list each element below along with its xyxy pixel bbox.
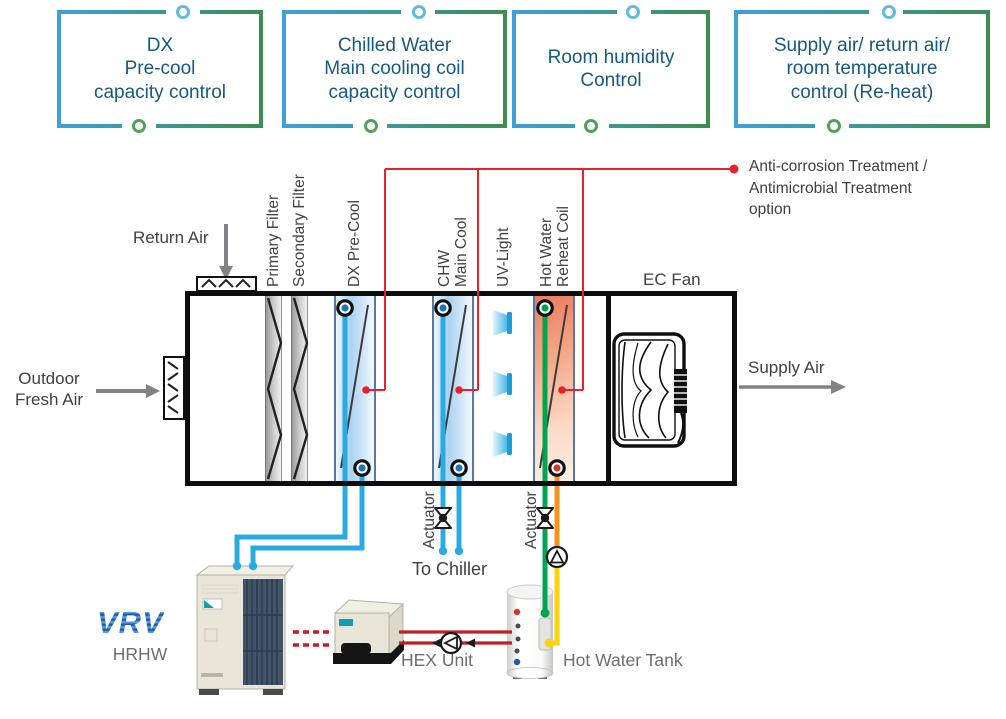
control-box-line: control (Re-heat) <box>790 81 934 103</box>
outdoor-fresh-air-label: Outdoor Fresh Air <box>14 369 84 409</box>
hot-water-tank-drawing <box>503 581 557 681</box>
pipe-endcap <box>438 546 448 556</box>
connector-ring-top-icon <box>175 5 190 19</box>
hex-unit-drawing <box>329 593 409 671</box>
to-chiller-label: To Chiller <box>412 559 488 579</box>
filter-zigzag-icon <box>266 297 283 480</box>
connector-ring-top-icon <box>626 5 641 19</box>
control-box-humidity: Room humidity Control <box>512 5 710 133</box>
flow-arrowhead-icon <box>466 638 475 648</box>
fan-section-divider <box>606 291 611 486</box>
control-box-line: Chilled Water <box>337 34 452 56</box>
connector-ring-bottom-icon <box>584 119 599 133</box>
primary-filter-band <box>265 296 283 481</box>
vrv-model-label: HRHW <box>112 644 168 664</box>
uv-lamp-icon <box>493 309 513 337</box>
actuator-chw-label: Actuator <box>421 491 438 549</box>
control-box-line: room temperature <box>786 58 938 80</box>
connector-ring-bottom-icon <box>364 119 379 133</box>
uv-light-label: UV-Light <box>495 227 512 287</box>
connector-ring-top-icon <box>881 5 896 19</box>
vrv-logo: VRV <box>97 605 164 640</box>
uv-lamp-icon <box>493 430 513 458</box>
connector-ring-top-icon <box>411 5 426 19</box>
anti-corrosion-note: Anti-corrosion Treatment / Antimicrobial… <box>749 158 928 218</box>
ec-fan-label: EC Fan <box>643 270 701 289</box>
supply-air-label: Supply Air <box>748 358 825 377</box>
connector-ring-bottom-icon <box>827 119 842 133</box>
control-box-reheat: Supply air/ return air/ room temperature… <box>734 5 990 133</box>
red-dot <box>729 164 739 174</box>
control-box-chw: Chilled Water Main cooling coil capacity… <box>282 5 507 133</box>
ec-fan-icon <box>611 331 691 449</box>
control-box-line: Main cooling coil <box>324 58 465 80</box>
dx-precool-coil <box>334 296 376 481</box>
uv-lamp-icon <box>493 370 513 398</box>
connector-ring-bottom-icon <box>132 119 147 133</box>
return-air-label: Return Air <box>133 228 209 247</box>
hex-unit-label: HEX Unit <box>401 650 473 670</box>
hot-water-reheat-label: Hot Water Reheat Coil <box>538 206 572 287</box>
dx-precool-label: DX Pre-Cool <box>346 200 363 287</box>
primary-filter-label: Primary Filter <box>265 194 282 287</box>
filter-zigzag-icon <box>292 297 309 480</box>
vrv-outdoor-unit <box>183 553 301 703</box>
flow-arrowhead-icon <box>432 638 441 648</box>
secondary-filter-label: Secondary Filter <box>291 174 308 287</box>
control-box-line: capacity control <box>93 81 226 103</box>
control-box-line: Pre-cool <box>124 58 196 80</box>
hot-water-tank-label: Hot Water Tank <box>563 650 683 670</box>
hot-water-reheat-coil <box>533 296 575 481</box>
secondary-filter-band <box>291 296 309 481</box>
chw-main-cool-coil <box>432 296 474 481</box>
control-box-line: Control <box>580 70 642 91</box>
control-box-line: DX <box>146 34 174 56</box>
control-box-line: Room humidity <box>547 46 675 68</box>
control-box-line: Supply air/ return air/ <box>773 34 951 56</box>
pipe-endcap <box>454 546 464 556</box>
fresh-air-damper-icon <box>163 356 185 420</box>
pump-icon <box>545 545 569 569</box>
chw-main-cool-label: CHW Main Cool <box>436 217 470 287</box>
control-box-line: capacity control <box>328 81 461 103</box>
control-box-dx-precool: DX Pre-cool capacity control <box>57 5 263 133</box>
hex-tank-water-lines <box>399 630 512 645</box>
actuator-hw-label: Actuator <box>523 491 540 549</box>
return-air-damper-icon <box>196 276 257 292</box>
